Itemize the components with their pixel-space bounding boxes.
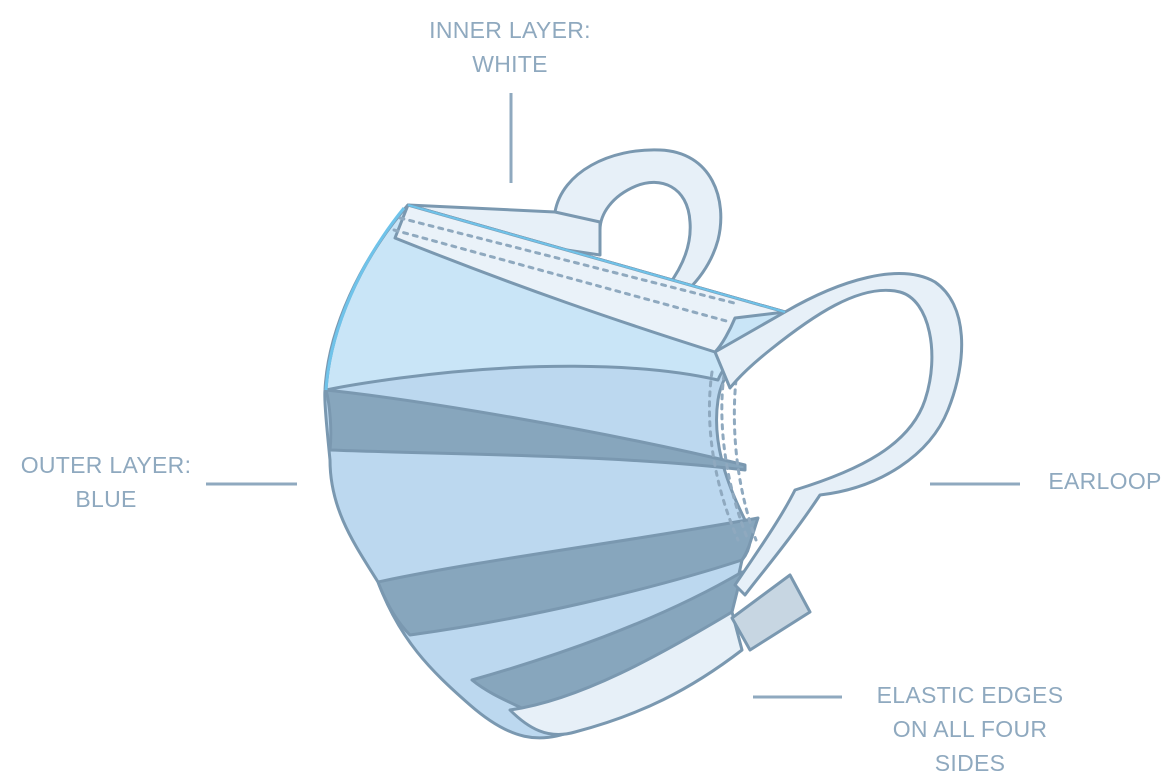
label-outer-layer-line1: OUTER LAYER: [8,448,204,482]
label-outer-layer: OUTER LAYER: BLUE [8,448,204,516]
label-elastic-edges: ELASTIC EDGES ON ALL FOUR SIDES [860,678,1080,780]
label-elastic-edges-line1: ELASTIC EDGES [860,678,1080,712]
label-elastic-edges-line3: SIDES [860,746,1080,780]
label-earloop: EARLOOP [1040,464,1170,498]
label-inner-layer: INNER LAYER: WHITE [405,13,615,81]
label-inner-layer-line1: INNER LAYER: [405,13,615,47]
label-elastic-edges-line2: ON ALL FOUR [860,712,1080,746]
label-inner-layer-line2: WHITE [405,47,615,81]
mask-icon [325,150,962,738]
label-outer-layer-line2: BLUE [8,482,204,516]
label-earloop-line1: EARLOOP [1040,464,1170,498]
